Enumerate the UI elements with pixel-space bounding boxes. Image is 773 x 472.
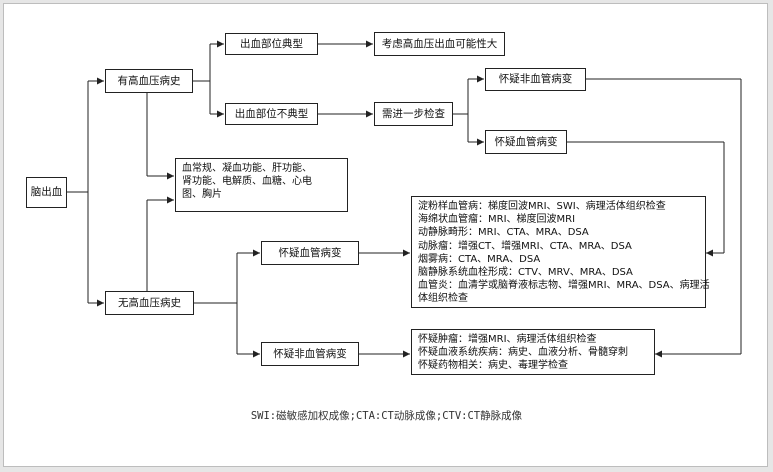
vascular-detail-line: 血管炎：血清学或脑脊液标志物、增强MRI、MRA、DSA、病理活 <box>418 280 710 292</box>
non-vascular-detail-line: 怀疑肿瘤：增强MRI、病理活体组织检查 <box>418 334 597 345</box>
vascular-detail-line: 脑静脉系统血栓形成：CTV、MRV、MRA、DSA <box>418 267 633 279</box>
typical-site-node: 出血部位典型 <box>225 33 318 55</box>
no-hypertension-history-node: 无高血压病史 <box>105 291 194 315</box>
non-vascular-detail-line: 怀疑药物相关：病史、毒理学检查 <box>418 360 568 372</box>
general-tests-line: 肾功能、电解质、血糖、心电 <box>182 176 312 188</box>
hypertension-history-node: 有高血压病史 <box>105 69 193 93</box>
general-tests-node: 血常规、凝血功能、肝功能、 肾功能、电解质、血糖、心电 图、胸片 <box>175 158 348 212</box>
vascular-detail-line: 海绵状血管瘤：MRI、梯度回波MRI <box>418 214 576 226</box>
suspect-non-vascular-top-node: 怀疑非血管病变 <box>485 68 586 91</box>
vascular-detail-line: 动静脉畸形：MRI、CTA、MRA、DSA <box>418 227 589 239</box>
footnote: SWI:磁敏感加权成像;CTA:CT动脉成像;CTV:CT静脉成像 <box>250 410 523 422</box>
suspect-vascular-mid-node: 怀疑血管病变 <box>261 241 359 265</box>
suspect-vascular-top-node: 怀疑血管病变 <box>485 130 567 154</box>
vascular-detail-line: 体组织检查 <box>418 293 468 305</box>
further-exam-node: 需进一步检查 <box>374 102 453 126</box>
non-vascular-detail-line: 怀疑血液系统疾病：病史、血液分析、骨髓穿刺 <box>418 347 628 359</box>
typical-result-node: 考虑高血压出血可能性大 <box>374 32 505 56</box>
vascular-detail-line: 烟雾病：CTA、MRA、DSA <box>418 253 541 265</box>
non-vascular-details-node: 怀疑肿瘤：增强MRI、病理活体组织检查 怀疑血液系统疾病：病史、血液分析、骨髓穿… <box>411 329 655 375</box>
general-tests-line: 图、胸片 <box>182 189 222 201</box>
atypical-site-node: 出血部位不典型 <box>225 103 318 125</box>
root-node: 脑出血 <box>26 177 67 208</box>
vascular-details-node: 淀粉样血管病：梯度回波MRI、SWI、病理活体组织检查 海绵状血管瘤：MRI、梯… <box>411 196 710 308</box>
vascular-detail-line: 淀粉样血管病：梯度回波MRI、SWI、病理活体组织检查 <box>418 201 666 212</box>
general-tests-line: 血常规、凝血功能、肝功能、 <box>182 163 312 174</box>
vascular-detail-line: 动脉瘤：增强CT、增强MRI、CTA、MRA、DSA <box>418 240 632 252</box>
suspect-non-vascular-bottom-node: 怀疑非血管病变 <box>261 342 359 366</box>
